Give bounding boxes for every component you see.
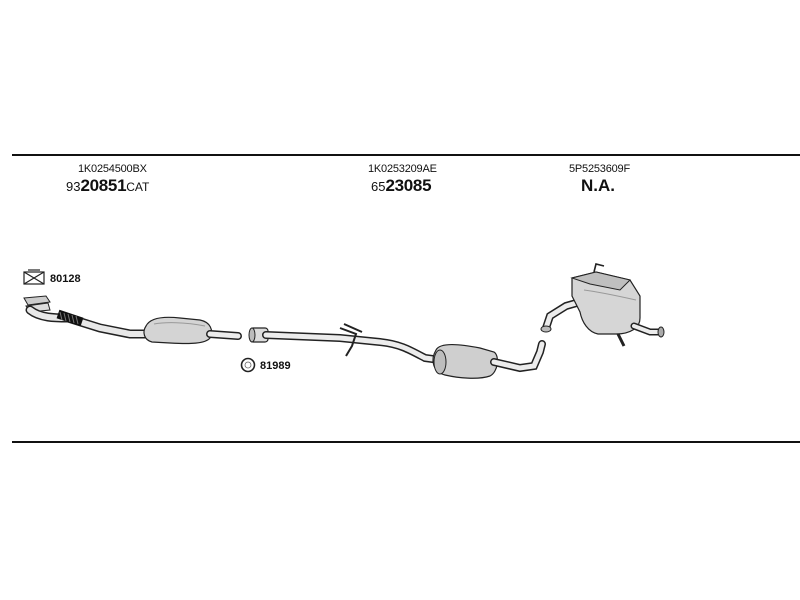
front-part-number: 9320851CAT: [66, 176, 149, 196]
middle-part-prefix: 65: [371, 179, 386, 194]
front-part-main: 20851: [80, 176, 127, 195]
front-oem-number: 1K0254500BX: [78, 163, 147, 175]
middle-oem-number: 1K0253209AE: [368, 163, 437, 175]
middle-pipe-with-silencer: [248, 323, 546, 379]
middle-part-number: 6523085: [371, 176, 432, 196]
front-part-suffix: CAT: [126, 180, 150, 194]
rear-oem-number: 5P5253609F: [569, 163, 630, 175]
rear-part-na: N.A.: [581, 176, 615, 195]
gasket-icon: [23, 269, 45, 285]
clamp-label: 81989: [260, 360, 291, 372]
front-part-prefix: 93: [66, 179, 81, 194]
gasket-label: 80128: [50, 273, 81, 285]
bottom-rule: [12, 441, 800, 443]
top-rule: [12, 154, 800, 156]
front-pipe-with-catalyst: [23, 295, 242, 345]
rear-silencer: [540, 263, 665, 347]
clamp-ring-icon: [240, 357, 256, 373]
middle-part-main: 23085: [385, 176, 432, 195]
